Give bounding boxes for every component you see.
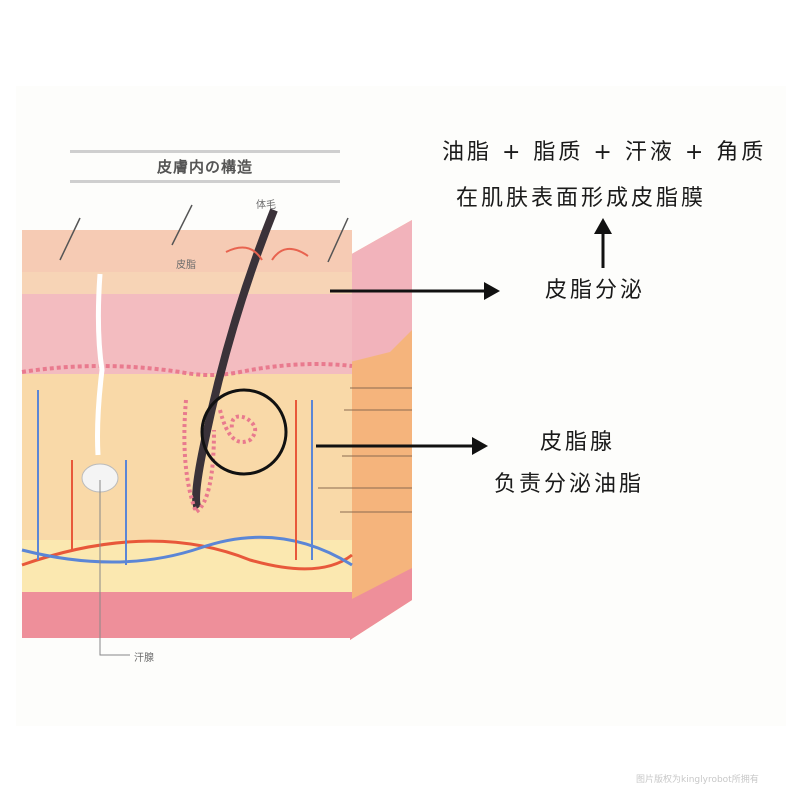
label-body-hair: 体毛 [256,200,276,211]
vein [21,535,353,567]
sweat-duct [95,273,105,456]
muscle-layer [22,592,352,638]
watermark: 图片版权为kinglyrobot所拥有 [636,775,759,785]
annotation-sebum-secretion: 皮脂分泌 [545,278,646,303]
artery [21,539,353,571]
title-rule-top [70,150,340,153]
label-sebum: 皮脂 [176,260,196,271]
arrow-sebum-secretion [330,282,500,300]
diagram-title: 皮膚内の構造 [156,158,253,176]
annotation-sebum-film-composition: 油脂 + 脂质 + 汗液 + 角质 [442,140,767,165]
annotation-sebaceous-gland-desc: 负责分泌油脂 [494,472,645,497]
diagram-title-bar: 皮膚内の構造 [70,150,340,183]
arrow-sebaceous-gland [316,437,488,455]
annotation-sebum-film-formation: 在肌肤表面形成皮脂膜 [456,186,707,211]
sebaceous-gland-highlight-circle [200,388,288,476]
side-muscle [350,568,412,640]
sebaceous-gland [218,409,258,444]
title-rule-bottom [70,180,340,183]
arrow-up-to-sebum-film [594,218,612,268]
annotation-sebaceous-gland: 皮脂腺 [540,430,616,455]
label-sweat-gland: 汗腺 [134,653,154,664]
sweat-gland-leader-line [99,480,130,656]
stratum-layer [22,272,352,294]
epidermis-layer [22,294,352,374]
